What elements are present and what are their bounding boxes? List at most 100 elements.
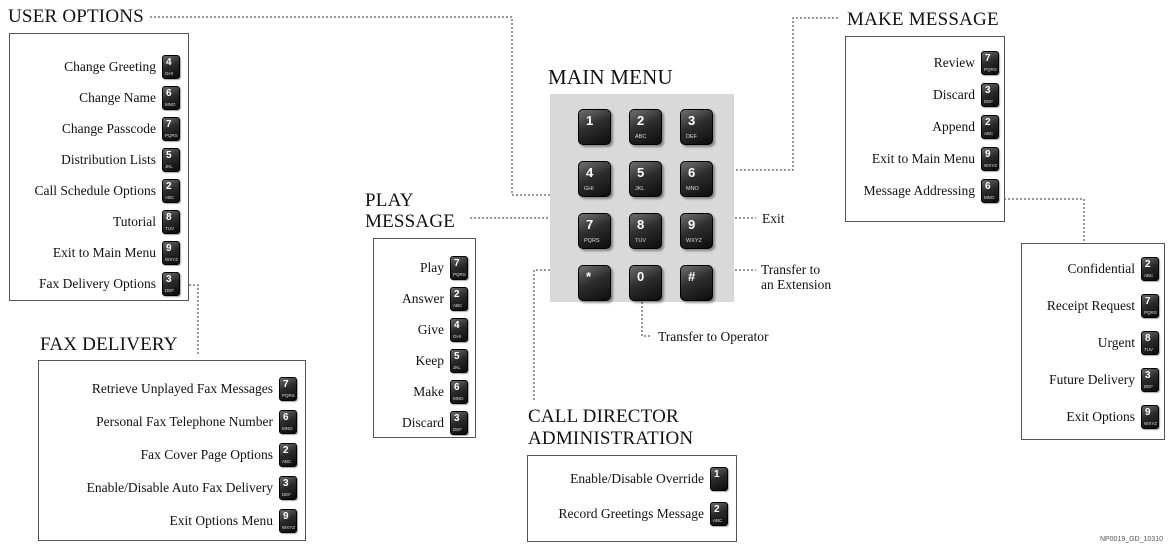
- key-letters: ABC: [713, 518, 723, 523]
- key-letters: TUV: [635, 238, 646, 244]
- key-digit: 6: [283, 412, 289, 423]
- key-digit: 3: [454, 413, 460, 424]
- key-letters: JKL: [453, 365, 461, 370]
- option-label: Exit Options Menu: [169, 513, 274, 528]
- key-digit: 8: [1145, 333, 1151, 344]
- key-digit: 6: [454, 382, 460, 393]
- key-letters: WXYZ: [686, 238, 702, 244]
- key-digit: 2: [283, 445, 289, 456]
- key-letters: PQRS: [453, 272, 466, 277]
- key-digit: 1: [586, 113, 594, 128]
- connector-addressing: [1004, 198, 1085, 243]
- key-letters: PQRS: [165, 133, 178, 138]
- make-message-title: MAKE MESSAGE: [847, 9, 999, 30]
- option-label: Review: [933, 55, 975, 70]
- key-digit: 4: [454, 320, 460, 331]
- connector-transfer-operator: [641, 290, 652, 337]
- key-letters: MNO: [453, 396, 464, 401]
- option-label: Give: [417, 322, 444, 337]
- key-letters: ABC: [165, 195, 175, 200]
- connector-user-options: [150, 16, 640, 206]
- key-digit: 3: [283, 478, 289, 489]
- key-digit: 9: [688, 217, 696, 232]
- key-digit: 8: [166, 212, 172, 223]
- key-digit: 6: [985, 181, 991, 192]
- key-digit: 3: [1145, 370, 1151, 381]
- key-digit: 5: [454, 351, 460, 362]
- option-label: Play: [419, 260, 444, 275]
- key-1-icon: 1: [710, 467, 728, 491]
- connector-make-message: [706, 17, 838, 171]
- option-label: Exit Options: [1066, 409, 1135, 424]
- key-letters: ABC: [984, 131, 994, 136]
- key-digit: 2: [714, 504, 720, 515]
- call-director-title-line2: ADMINISTRATION: [528, 428, 694, 449]
- key-letters: PQRS: [984, 67, 997, 72]
- key-digit: 4: [586, 165, 594, 180]
- key-digit: 0: [637, 269, 645, 284]
- option-label: Record Greetings Message: [558, 506, 704, 521]
- play-message-title-line2: MESSAGE: [365, 211, 456, 232]
- key-letters: PQRS: [1144, 310, 1157, 315]
- key-digit: 9: [985, 149, 991, 160]
- key-digit: 6: [688, 165, 696, 180]
- key-letters: MNO: [984, 195, 995, 200]
- note-exit: Exit: [762, 211, 785, 226]
- key-digit: 7: [166, 119, 172, 130]
- keypad-key-0: 0: [629, 265, 662, 301]
- key-letters: PQRS: [584, 238, 600, 244]
- key-letters: DEF: [1144, 384, 1153, 389]
- key-digit: 7: [454, 258, 460, 269]
- option-label: Call Schedule Options: [34, 183, 157, 198]
- key-letters: GHI: [453, 334, 462, 339]
- option-label: Message Addressing: [863, 183, 975, 198]
- key-digit: 2: [454, 289, 460, 300]
- main-menu-title: MAIN MENU: [548, 65, 673, 89]
- option-label: Enable/Disable Auto Fax Delivery: [86, 480, 273, 495]
- key-digit: 1: [714, 469, 720, 480]
- key-letters: MNO: [165, 102, 176, 107]
- keypad-key-pound: #: [680, 265, 713, 301]
- option-label: Fax Delivery Options: [39, 276, 156, 291]
- key-digit: 8: [637, 217, 645, 232]
